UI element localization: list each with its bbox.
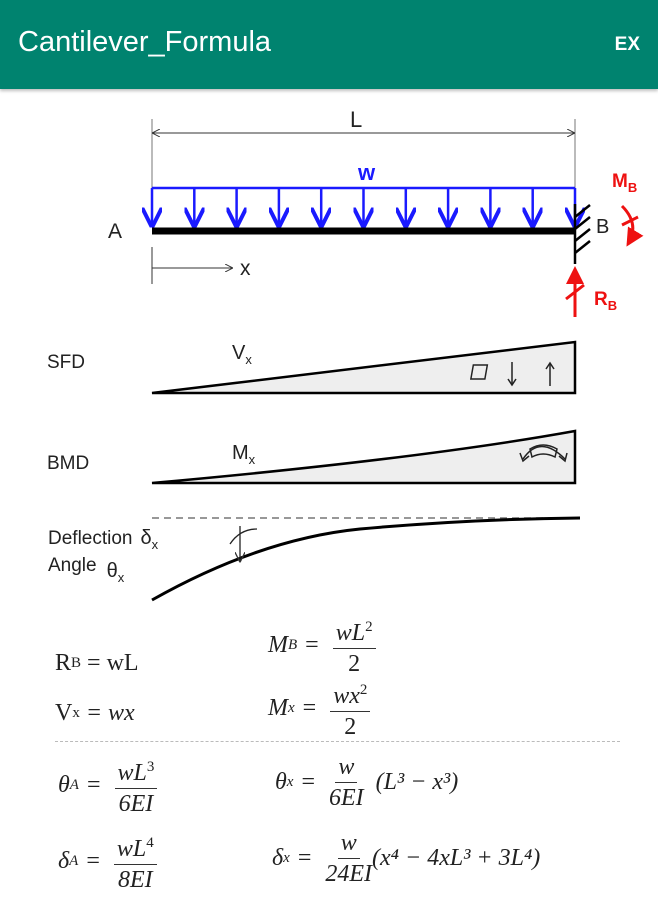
deflection-curve (151, 516, 581, 602)
fixed-support (573, 204, 591, 264)
bending-label: Mx (232, 442, 256, 467)
moment-label: MB (612, 171, 637, 195)
deflection-arrow-icon (229, 526, 258, 561)
moment-arrow-icon (620, 204, 644, 247)
point-b-label: B (596, 216, 609, 238)
sfd-label: SFD (47, 352, 85, 373)
app-bar: Cantilever_Formula EX (0, 0, 658, 89)
point-a-label: A (108, 220, 122, 243)
length-dimension: L (151, 107, 576, 189)
shear-sign-icon (469, 361, 555, 387)
separator (55, 741, 620, 742)
x-label: x (240, 257, 251, 280)
distributed-load (152, 186, 575, 225)
reaction-arrow-icon (565, 266, 585, 317)
moment-sign-icon (519, 444, 568, 463)
shear-force-diagram (151, 340, 577, 395)
ex-button[interactable]: EX (614, 34, 640, 55)
reaction-label: RB (594, 289, 617, 313)
bmd-label: BMD (47, 453, 89, 474)
shear-label: Vx (232, 342, 252, 367)
cantilever-diagram: L w A B x MB RB SFD Vx BMD Mx Deflection… (47, 107, 644, 602)
load-label: w (357, 160, 376, 185)
x-axis-arrow (151, 247, 232, 284)
bending-moment-diagram (151, 429, 577, 485)
length-label: L (350, 107, 362, 132)
app-title: Cantilever_Formula (18, 26, 272, 58)
